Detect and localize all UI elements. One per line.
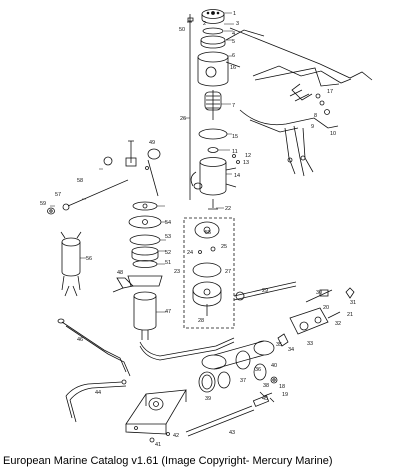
- callout-36: 36: [255, 367, 261, 373]
- callout-45: 45: [262, 396, 268, 402]
- callout-48: 48: [117, 270, 123, 276]
- callout-8: 8: [314, 113, 317, 119]
- callout-34: 34: [288, 347, 294, 353]
- callout-26: 26: [180, 116, 186, 122]
- callout-57: 57: [55, 192, 61, 198]
- callout-20: 20: [323, 305, 329, 311]
- callout-25: 25: [221, 244, 227, 250]
- callout-17: 17: [327, 89, 333, 95]
- callout-53: 53: [165, 234, 171, 240]
- right-fittings: [277, 287, 355, 347]
- wiring-harness: [225, 27, 373, 177]
- callout-28: 28: [198, 318, 204, 324]
- callout-51: 51: [165, 260, 171, 266]
- callout-14: 14: [234, 173, 240, 179]
- callout-9: 9: [311, 124, 314, 130]
- callout-49: 49: [149, 140, 155, 146]
- callout-12: 12: [245, 153, 251, 159]
- callout-21: 21: [347, 312, 353, 318]
- callout-50: 50: [179, 27, 185, 33]
- callout-5: 5: [232, 39, 235, 45]
- callout-labels: 1 2 3 4 5 6 7 8 9 10 11 12 13 14 15 16 1…: [40, 11, 356, 448]
- callout-1: 1: [233, 11, 236, 17]
- callout-43: 43: [229, 430, 235, 436]
- callout-22: 22: [225, 206, 231, 212]
- callout-6: 6: [232, 53, 235, 59]
- callout-44: 44: [95, 390, 101, 396]
- callout-16: 16: [230, 65, 236, 71]
- callout-32: 32: [335, 321, 341, 327]
- callout-35: 35: [276, 342, 282, 348]
- valve-group-box: [183, 217, 235, 329]
- callout-30: 30: [316, 290, 322, 296]
- callout-19: 19: [282, 392, 288, 398]
- callout-46: 46: [77, 337, 83, 343]
- callout-4: 4: [232, 31, 235, 37]
- callout-18: 18: [279, 384, 285, 390]
- callout-13: 13: [243, 160, 249, 166]
- thru-bolts: [187, 14, 194, 200]
- callout-39: 39: [205, 396, 211, 402]
- callout-38: 38: [263, 383, 269, 389]
- hydraulic-lines: [57, 281, 297, 423]
- mounting-bracket: [125, 376, 278, 443]
- callout-leaders: [50, 12, 234, 313]
- callout-27: 27: [225, 269, 231, 275]
- callout-47: 47: [165, 309, 171, 315]
- callout-15: 15: [232, 134, 238, 140]
- callout-2: 2: [203, 21, 206, 27]
- exploded-parts-diagram: 1 2 3 4 5 6 7 8 9 10 11 12 13 14 15 16 1…: [40, 9, 373, 448]
- callout-54: 54: [165, 220, 171, 226]
- solenoid-body: [60, 231, 82, 297]
- left-hardware: [47, 140, 161, 215]
- callout-40: 40: [271, 363, 277, 369]
- callout-37: 37: [240, 378, 246, 384]
- callout-58: 58: [77, 178, 83, 184]
- callout-11: 11: [232, 149, 238, 155]
- callout-55: 55: [205, 230, 211, 236]
- callout-10: 10: [330, 131, 336, 137]
- callout-3: 3: [236, 21, 239, 27]
- callout-23: 23: [174, 269, 180, 275]
- callout-42: 42: [173, 433, 179, 439]
- pump-cylinder: [198, 340, 275, 393]
- callout-41: 41: [155, 442, 161, 448]
- callout-56: 56: [86, 256, 92, 262]
- callout-31: 31: [350, 300, 356, 306]
- callout-33: 33: [307, 341, 313, 347]
- center-column: [112, 201, 163, 340]
- callout-24: 24: [187, 250, 193, 256]
- callout-7: 7: [232, 103, 235, 109]
- callout-29: 29: [262, 288, 268, 294]
- image-caption: European Marine Catalog v1.61 (Image Cop…: [3, 455, 333, 467]
- starter-motor-assembly: [190, 9, 241, 210]
- callout-52: 52: [165, 250, 171, 256]
- callout-59: 59: [40, 201, 46, 207]
